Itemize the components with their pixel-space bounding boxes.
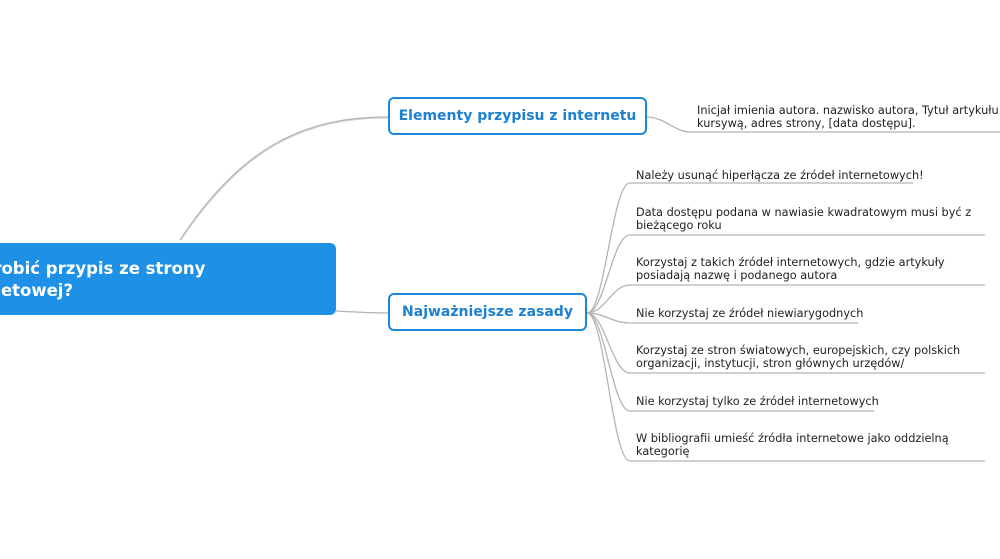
leaf-topic-line: Korzystaj ze stron światowych, europejsk… [636,344,961,357]
connector-branch-1-leaf-1 [645,116,1000,133]
connector-central-branch-1 [179,116,389,241]
connector-branch-2-leaf-6 [586,312,874,412]
connector-branch-2-leaf-7 [586,312,985,462]
connector-branch-2-leaf-4 [586,312,858,324]
leaf-topic[interactable]: Należy usunąć hiperłącza ze źródeł inter… [636,169,924,182]
connector-branch-2-leaf-5 [586,312,985,374]
connector-branch-2-leaf-3 [586,284,985,314]
leaf-topic-line: bieżącego roku [636,219,722,232]
connector-branch-2-leaf-2 [586,234,985,314]
leaf-topic-line: kursywą, adres strony, [data dostępu]. [697,117,916,130]
leaf-topic-line: W bibliografii umieść źródła internetowe… [636,432,949,445]
leaf-topic-line: kategorię [636,445,690,458]
leaf-topic-line: organizacji, instytucji, stron głównych … [636,357,905,370]
leaf-topic-line: Nie korzystaj ze źródeł niewiarygodnych [636,307,864,320]
leaf-topic[interactable]: Nie korzystaj tylko ze źródeł internetow… [636,395,879,408]
leaf-topic[interactable]: Data dostępu podana w nawiasie kwadratow… [636,206,971,232]
leaf-topic[interactable]: Nie korzystaj ze źródeł niewiarygodnych [636,307,863,320]
leaf-topic-line: Należy usunąć hiperłącza ze źródeł inter… [636,169,924,182]
branch-topic-label: Elementy przypisu z internetu [398,108,637,124]
central-topic-line-1: k zrobić przypis ze strony [0,259,206,278]
leaf-topic-line: Korzystaj z takich źródeł internetowych,… [636,256,945,269]
leaf-topic[interactable]: Korzystaj z takich źródeł internetowych,… [636,256,945,282]
leaf-topic-line: Inicjał imienia autora. nazwisko autora,… [697,104,999,117]
leaf-topic[interactable]: W bibliografii umieść źródła internetowe… [636,432,949,458]
branch-topic-label: Najważniejsze zasady [402,304,573,320]
leaf-topic[interactable]: Korzystaj ze stron światowych, europejsk… [636,344,960,370]
connector-branch-2-leaf-1 [586,182,913,314]
branch-topic-elementy[interactable]: Elementy przypisu z internetu [388,97,647,135]
leaf-topic-line: Data dostępu podana w nawiasie kwadratow… [636,206,972,219]
connector-central-branch-2 [335,310,389,314]
leaf-topic-line: Nie korzystaj tylko ze źródeł internetow… [636,395,879,408]
leaf-topic-line: posiadają nazwę i podanego autora [636,269,838,282]
branch-topic-zasady[interactable]: Najważniejsze zasady [388,293,587,331]
leaf-topic[interactable]: Inicjał imienia autora. nazwisko autora,… [697,104,999,130]
